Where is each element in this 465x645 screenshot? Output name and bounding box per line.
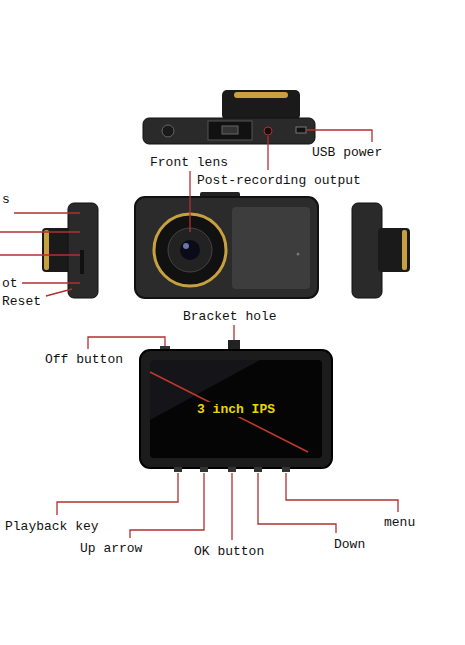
part-label: Off button [45, 352, 123, 367]
screen [150, 360, 322, 458]
lens-glass [180, 240, 200, 260]
led-dot [297, 253, 300, 256]
leader-line [46, 289, 72, 296]
leader-line [57, 473, 178, 515]
lens-ring [234, 92, 288, 98]
lens-ring [44, 230, 49, 270]
leader-line [189, 171, 190, 232]
front-view [135, 192, 318, 298]
screen-label: 3 inch IPS [194, 402, 278, 417]
button [282, 467, 290, 472]
leader-line [0, 231, 80, 232]
right-view [352, 203, 410, 298]
leader-line [258, 473, 336, 533]
button [228, 467, 236, 472]
lens-barrel [168, 228, 212, 272]
mic-hole [162, 125, 174, 137]
body-top [143, 118, 315, 144]
leader-line [267, 136, 268, 170]
leader-lines [0, 130, 398, 540]
leader-line [286, 473, 398, 512]
part-label: OK button [194, 544, 264, 559]
button [254, 467, 262, 472]
top-view [143, 90, 315, 144]
mount-slot [208, 121, 252, 140]
body-back [140, 350, 332, 468]
lens-side [378, 228, 410, 272]
part-label: Reset [2, 294, 41, 309]
part-label: Post-recording output [197, 173, 361, 188]
leader-line [22, 282, 80, 283]
screen-panel: 3 inch IPS [150, 360, 322, 458]
brushed-panel [232, 207, 310, 289]
mount-clip [222, 126, 238, 134]
part-label: Bracket hole [183, 309, 277, 324]
leader-line [231, 473, 232, 540]
button [200, 467, 208, 472]
body-side [352, 203, 382, 298]
button [174, 467, 182, 472]
leader-line [130, 473, 204, 538]
output-jack [264, 127, 272, 135]
lens-housing [222, 90, 300, 120]
leader-line [88, 337, 165, 349]
back-view [140, 340, 332, 472]
part-label: USB power [312, 145, 382, 160]
part-label: Front lens [150, 155, 228, 170]
part-label: Down [334, 537, 365, 552]
part-label: s [2, 192, 10, 207]
left-view [42, 203, 98, 298]
part-label: Playback key [5, 519, 99, 534]
leader-line [0, 254, 80, 255]
cross-line [150, 372, 308, 452]
lens-ring [402, 230, 407, 270]
part-label: menu [384, 515, 415, 530]
body-front [135, 197, 318, 298]
body-side [68, 203, 98, 298]
part-label: ot [2, 276, 18, 291]
leader-line [306, 130, 372, 142]
lens-glint [183, 243, 189, 249]
leader-line [233, 325, 234, 340]
card-slot [80, 250, 84, 274]
leader-line [14, 212, 80, 213]
usb-port [296, 127, 306, 133]
part-label: Up arrow [80, 541, 142, 556]
